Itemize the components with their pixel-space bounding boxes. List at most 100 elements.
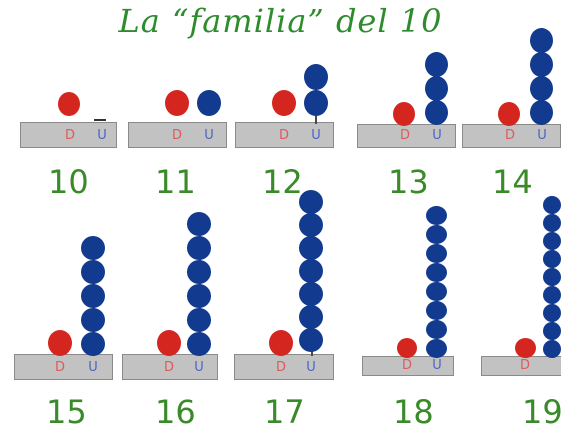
unit-bead: [81, 308, 105, 332]
unit-bead: [543, 304, 561, 322]
unit-bead: [425, 76, 448, 101]
number-12: 12: [262, 163, 303, 201]
unit-bead: [543, 196, 561, 214]
unit-bead: [187, 284, 211, 308]
ten-bead: [165, 90, 189, 116]
unit-bead: [426, 339, 447, 358]
unit-bead: [187, 308, 211, 332]
unit-bead: [543, 340, 561, 358]
unit-bead: [299, 213, 323, 237]
unit-bead: [299, 190, 323, 214]
number-16: 16: [155, 393, 196, 431]
unit-bead: [543, 214, 561, 232]
number-11: 11: [155, 163, 196, 201]
tens-label: D: [275, 360, 286, 375]
tens-label: D: [163, 360, 174, 375]
ten-bead: [515, 338, 536, 358]
abacus-base: [234, 354, 334, 380]
unit-bead: [425, 52, 448, 77]
unit-bead: [543, 322, 561, 340]
unit-bead: [426, 225, 447, 244]
abacus-14: D U: [462, 26, 561, 148]
unit-bead: [81, 284, 105, 308]
number-13: 13: [388, 163, 429, 201]
unit-bead: [197, 90, 221, 116]
unit-bead: [530, 76, 553, 101]
number-17: 17: [264, 393, 305, 431]
unit-bead: [530, 100, 553, 125]
ten-bead: [272, 90, 296, 116]
units-label: U: [311, 128, 321, 143]
ten-bead: [269, 330, 293, 356]
unit-bead: [187, 212, 211, 236]
unit-bead: [426, 244, 447, 263]
units-label: U: [88, 360, 98, 375]
units-label: U: [97, 128, 107, 143]
abacus-base: [20, 122, 117, 148]
unit-bead: [187, 260, 211, 284]
ten-bead: [48, 330, 72, 356]
unit-bead: [426, 301, 447, 320]
tens-label: D: [278, 128, 289, 143]
abacus-13: D U: [357, 50, 456, 148]
abacus-base: [122, 354, 218, 380]
unit-bead: [530, 52, 553, 77]
tens-label: D: [54, 360, 65, 375]
units-label: U: [204, 128, 214, 143]
unit-bead: [304, 64, 328, 90]
ten-bead: [157, 330, 181, 356]
abacus-16: D U: [122, 212, 218, 380]
abacus-15: D U: [14, 236, 113, 380]
unit-bead: [426, 206, 447, 225]
empty-units-marker: [94, 119, 106, 121]
unit-bead: [543, 232, 561, 250]
unit-bead: [425, 100, 448, 125]
unit-bead: [187, 332, 211, 356]
ten-bead: [498, 102, 520, 126]
unit-bead: [81, 236, 105, 260]
unit-bead: [299, 236, 323, 260]
unit-bead: [299, 282, 323, 306]
unit-bead: [530, 28, 553, 53]
abacus-18: D U: [362, 206, 454, 376]
abacus-19: D: [481, 196, 561, 376]
unit-bead: [543, 268, 561, 286]
unit-bead: [187, 236, 211, 260]
abacus-10: D U: [20, 90, 117, 148]
units-label: U: [306, 360, 316, 375]
unit-bead: [426, 263, 447, 282]
tens-label: D: [64, 128, 75, 143]
abacus-11: D U: [128, 90, 227, 148]
unit-bead: [543, 250, 561, 268]
tens-label: D: [399, 128, 410, 143]
unit-bead: [299, 328, 323, 352]
unit-bead: [543, 286, 561, 304]
tens-label: D: [401, 358, 412, 373]
unit-bead: [81, 332, 105, 356]
tens-label: D: [519, 358, 530, 373]
tens-label: D: [504, 128, 515, 143]
unit-bead: [299, 259, 323, 283]
abacus-base: [357, 124, 456, 148]
page-title: La “familia” del 10: [118, 2, 443, 40]
ten-bead: [393, 102, 415, 126]
abacus-17: D U: [234, 190, 334, 380]
units-label: U: [194, 360, 204, 375]
abacus-base: [235, 122, 334, 148]
ten-bead: [397, 338, 417, 358]
tens-label: D: [171, 128, 182, 143]
number-10: 10: [48, 163, 89, 201]
units-label: U: [537, 128, 547, 143]
number-15: 15: [46, 393, 87, 431]
ten-bead: [58, 92, 80, 116]
number-14: 14: [492, 163, 533, 201]
abacus-base: [128, 122, 227, 148]
number-18: 18: [393, 393, 434, 431]
unit-bead: [426, 282, 447, 301]
unit-bead: [81, 260, 105, 284]
unit-bead: [304, 90, 328, 116]
unit-bead: [426, 320, 447, 339]
abacus-12: D U: [235, 62, 334, 148]
unit-bead: [299, 305, 323, 329]
units-label: U: [432, 358, 442, 373]
